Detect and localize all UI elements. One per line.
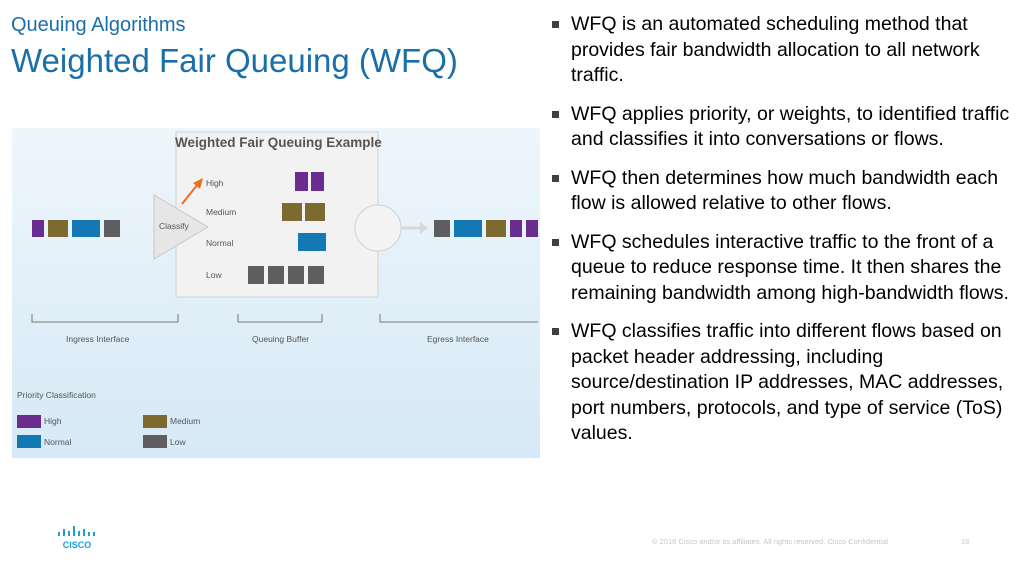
classify-label: Classify (159, 221, 190, 231)
bullet-item: WFQ is an automated scheduling method th… (552, 12, 1012, 89)
copyright-footer: © 2016 Cisco and/or its affiliates. All … (652, 537, 888, 546)
ingress-bracket (31, 314, 179, 323)
egress-packet-low (434, 220, 450, 237)
queue-packet-low (288, 266, 304, 284)
diagram-title: Weighted Fair Queuing Example (175, 135, 382, 150)
scheduler-circle (354, 204, 402, 252)
bullet-text: WFQ applies priority, or weights, to ide… (571, 102, 1010, 151)
legend-swatch-low (143, 435, 167, 448)
legend-swatch-normal (17, 435, 41, 448)
ingress-packet-medium (48, 220, 68, 237)
queue-packet-high (311, 172, 324, 191)
wfq-diagram-svg: Weighted Fair Queuing Example Classify H… (17, 131, 538, 448)
bullet-item: WFQ schedules interactive traffic to the… (552, 230, 1012, 307)
ingress-packet-low (104, 220, 120, 237)
queue-label-medium: Medium (206, 207, 236, 217)
cisco-bridge-icon: CISCO (58, 526, 95, 550)
bullet-square-icon (552, 110, 559, 118)
bullet-text: WFQ then determines how much bandwidth e… (571, 166, 999, 215)
slide-title: Weighted Fair Queuing (WFQ) (11, 42, 458, 79)
cisco-logo: CISCO (56, 526, 98, 552)
queue-packet-low (248, 266, 264, 284)
classify-arrow-line (181, 183, 199, 205)
queue-packet-low (308, 266, 324, 284)
ingress-packet-high (32, 220, 44, 237)
ingress-interface-label: Ingress Interface (66, 334, 130, 344)
legend-label-low: Low (170, 437, 186, 447)
egress-packet-medium (486, 220, 506, 237)
egress-bracket (379, 314, 538, 323)
bullet-item: WFQ classifies traffic into different fl… (552, 319, 1012, 447)
ingress-packet-normal (72, 220, 100, 237)
egress-packet-high (526, 220, 538, 237)
classify-arrow-head (193, 178, 203, 189)
scheduler-output-arrow (420, 222, 428, 234)
queue-packet-normal (298, 233, 326, 251)
legend-label-normal: Normal (44, 437, 72, 447)
queue-label-normal: Normal (206, 238, 234, 248)
queue-packet-low (268, 266, 284, 284)
slide-subtitle: Queuing Algorithms (11, 14, 186, 36)
bullet-text: WFQ classifies traffic into different fl… (571, 320, 1004, 444)
legend-label-medium: Medium (170, 416, 200, 426)
wfq-diagram: Weighted Fair Queuing Example Classify H… (12, 128, 540, 458)
bullet-list: WFQ is an automated scheduling method th… (552, 12, 1012, 460)
legend-label-high: High (44, 416, 62, 426)
egress-interface-label: Egress Interface (427, 334, 489, 344)
queue-label-low: Low (206, 270, 222, 280)
cisco-logo-text: CISCO (63, 540, 92, 550)
page-number: 18 (961, 537, 970, 546)
bullet-square-icon (552, 21, 559, 28)
queuing-buffer-label: Queuing Buffer (252, 334, 309, 344)
buffer-bracket (237, 314, 323, 323)
egress-packet-high (510, 220, 522, 237)
bullet-square-icon (552, 174, 559, 182)
queue-packet-medium (305, 203, 325, 221)
bullet-item: WFQ applies priority, or weights, to ide… (552, 102, 1012, 153)
bullet-item: WFQ then determines how much bandwidth e… (552, 166, 1012, 217)
bullet-text: WFQ schedules interactive traffic to the… (571, 230, 1009, 304)
bullet-text: WFQ is an automated scheduling method th… (571, 13, 980, 86)
queue-packet-high (295, 172, 308, 191)
bullet-square-icon (552, 238, 559, 246)
queue-packet-medium (282, 203, 302, 221)
classify-triangle (153, 194, 209, 260)
legend-swatch-high (17, 415, 41, 428)
queue-label-high: High (206, 178, 224, 188)
legend-title: Priority Classification (17, 390, 96, 400)
legend-swatch-medium (143, 415, 167, 428)
egress-packet-normal (454, 220, 482, 237)
bullet-square-icon (552, 328, 559, 335)
